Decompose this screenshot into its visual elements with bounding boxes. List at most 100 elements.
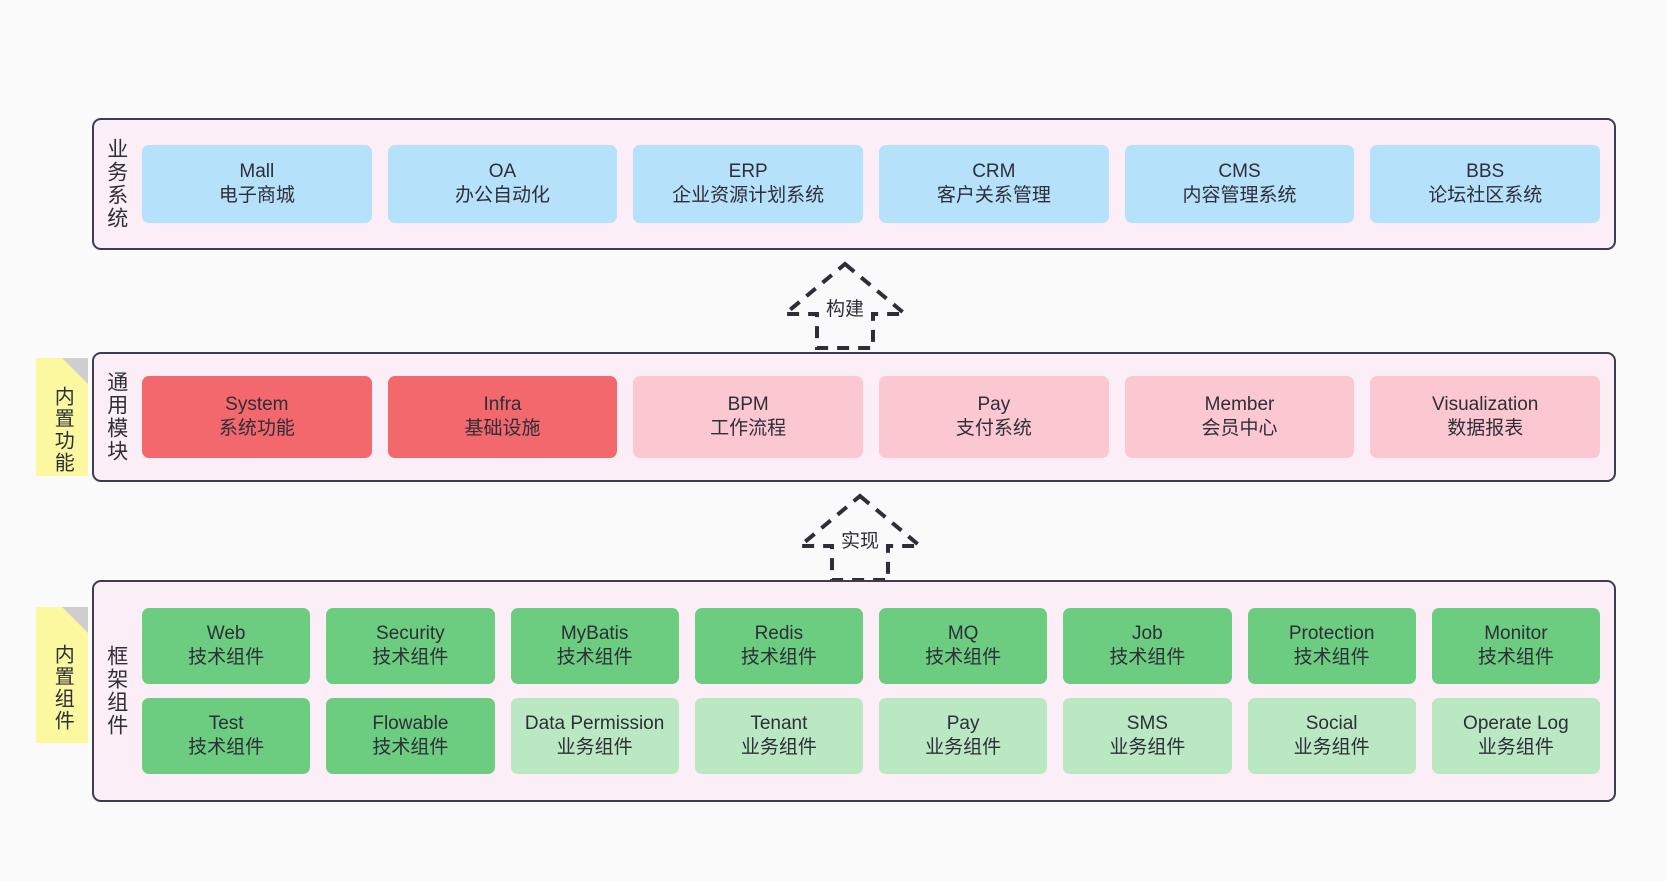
card-title-en: System [225, 393, 289, 415]
card-title-en: OA [488, 160, 517, 182]
card-erp[interactable]: ERP 企业资源计划系统 [633, 145, 864, 223]
card-title-cn: 会员中心 [1201, 418, 1278, 439]
card-title-cn: 技术组件 [556, 647, 633, 668]
card-cms[interactable]: CMS 内容管理系统 [1124, 145, 1355, 223]
card-title-en: Protection [1288, 622, 1375, 644]
card-title-en: Mall [239, 160, 275, 182]
card-title-en: Visualization [1432, 393, 1539, 415]
card-infra[interactable]: Infra 基础设施 [387, 376, 618, 458]
card-mall[interactable]: Mall 电子商城 [142, 145, 372, 223]
card-title-cn: 技术组件 [925, 647, 1002, 668]
layer-framework-components-label: 框架组件 [104, 645, 128, 737]
card-social[interactable]: Social 业务组件 [1247, 698, 1416, 774]
card-title-en: Test [208, 712, 244, 734]
card-data-permission[interactable]: Data Permission 业务组件 [510, 698, 679, 774]
connector-build-arrow [779, 261, 911, 350]
note-builtin-components-label: 内置组件 [51, 644, 74, 732]
card-mq[interactable]: MQ 技术组件 [879, 608, 1048, 684]
layer-business-systems-label: 业务系统 [104, 138, 128, 230]
card-title-en: Operate Log [1463, 712, 1569, 734]
card-title-en: Security [376, 622, 445, 644]
card-title-cn: 技术组件 [1293, 647, 1370, 668]
card-title-cn: 技术组件 [740, 647, 817, 668]
card-title-cn: 业务组件 [1109, 737, 1186, 758]
note-builtin-features-label: 内置功能 [51, 386, 74, 474]
card-sms[interactable]: SMS 业务组件 [1063, 698, 1232, 774]
card-title-cn: 系统功能 [218, 418, 295, 439]
card-title-cn: 业务组件 [1293, 737, 1370, 758]
card-title-en: BPM [727, 393, 769, 415]
card-title-en: Pay [977, 393, 1011, 415]
card-protection[interactable]: Protection 技术组件 [1247, 608, 1416, 684]
card-pay[interactable]: Pay 业务组件 [879, 698, 1048, 774]
card-title-cn: 客户关系管理 [936, 185, 1051, 206]
card-title-en: ERP [728, 160, 768, 182]
card-title-en: Pay [946, 712, 980, 734]
card-title-en: Job [1132, 622, 1163, 644]
card-title-cn: 业务组件 [925, 737, 1002, 758]
card-system[interactable]: System 系统功能 [142, 376, 372, 458]
card-operate-log[interactable]: Operate Log 业务组件 [1431, 698, 1600, 774]
card-title-en: Infra [483, 393, 522, 415]
card-monitor[interactable]: Monitor 技术组件 [1431, 608, 1600, 684]
card-title-cn: 办公自动化 [455, 185, 551, 206]
card-web[interactable]: Web 技术组件 [142, 608, 311, 684]
connector-implement-label: 实现 [840, 531, 880, 552]
card-title-cn: 基础设施 [464, 418, 541, 439]
card-title-cn: 业务组件 [740, 737, 817, 758]
card-job[interactable]: Job 技术组件 [1063, 608, 1232, 684]
card-title-cn: 业务组件 [1477, 737, 1554, 758]
card-title-cn: 内容管理系统 [1182, 185, 1297, 206]
card-title-en: SMS [1126, 712, 1168, 734]
card-title-cn: 电子商城 [218, 185, 295, 206]
card-tenant[interactable]: Tenant 业务组件 [694, 698, 863, 774]
connector-implement: 实现 [770, 490, 950, 584]
card-mybatis[interactable]: MyBatis 技术组件 [510, 608, 679, 684]
card-title-cn: 技术组件 [372, 647, 449, 668]
card-title-en: MQ [947, 622, 979, 644]
card-title-en: Social [1305, 712, 1358, 734]
connector-build: 构建 [755, 258, 935, 352]
card-title-en: MyBatis [560, 622, 629, 644]
note-fold-corner [62, 358, 88, 384]
card-title-cn: 业务组件 [556, 737, 633, 758]
card-flowable[interactable]: Flowable 技术组件 [326, 698, 495, 774]
card-oa[interactable]: OA 办公自动化 [387, 145, 618, 223]
card-title-cn: 技术组件 [1109, 647, 1186, 668]
layer-common-modules-label: 通用模块 [104, 371, 128, 463]
card-title-en: CMS [1218, 160, 1261, 182]
card-title-en: Flowable [372, 712, 449, 734]
note-builtin-features: 内置功能 [36, 358, 88, 476]
card-visualization[interactable]: Visualization 数据报表 [1370, 376, 1601, 458]
card-title-cn: 论坛社区系统 [1428, 185, 1543, 206]
card-title-en: Tenant [750, 712, 808, 734]
card-title-en: Web [206, 622, 246, 644]
card-title-cn: 技术组件 [1477, 647, 1554, 668]
card-title-en: Data Permission [524, 712, 665, 734]
card-title-cn: 企业资源计划系统 [672, 185, 825, 206]
card-title-cn: 技术组件 [188, 647, 265, 668]
card-security[interactable]: Security 技术组件 [326, 608, 495, 684]
connector-build-label: 构建 [825, 299, 865, 320]
card-title-cn: 技术组件 [372, 737, 449, 758]
card-title-cn: 数据报表 [1447, 418, 1524, 439]
card-title-en: Monitor [1484, 622, 1548, 644]
note-fold-corner [62, 607, 88, 633]
